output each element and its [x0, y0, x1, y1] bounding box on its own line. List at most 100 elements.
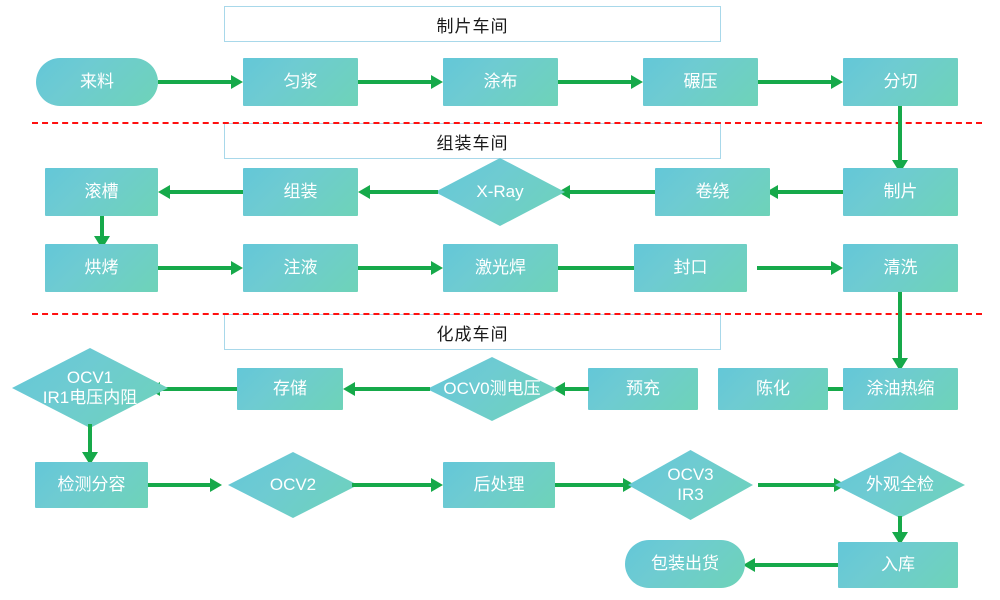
connector-guncao-hongkao [100, 216, 104, 240]
node-label: 激光焊 [475, 258, 526, 278]
node-label: 注液 [283, 258, 318, 278]
arrowhead-left [743, 558, 755, 572]
connector-ocv1-jiance [88, 424, 92, 456]
section-banner-zhipian: 制片车间 [224, 6, 721, 42]
connector-yuchong-ocv0 [565, 387, 589, 391]
node-chenhua[interactable]: 陈化 [718, 368, 828, 410]
node-label: 陈化 [756, 379, 790, 399]
node-waiguan[interactable]: 外观全检 [835, 452, 965, 518]
arrowhead-right [831, 261, 843, 275]
connector-hongkao-zhuye [158, 266, 231, 270]
connector-zhipian-juanrao [778, 190, 843, 194]
arrowhead-right [831, 75, 843, 89]
section-banner-zuzhuang: 组装车间 [224, 123, 721, 159]
node-label: OCV3 IR3 [667, 465, 714, 504]
node-label: 存储 [273, 379, 307, 399]
connector-yunjiang-tubu [358, 80, 431, 84]
node-tuyou[interactable]: 涂油热缩 [843, 368, 958, 410]
section-banner-label: 化成车间 [436, 324, 509, 344]
node-fenqie[interactable]: 分切 [843, 58, 958, 106]
node-baozhuang[interactable]: 包装出货 [625, 540, 745, 588]
node-houchuli[interactable]: 后处理 [443, 462, 555, 508]
arrowhead-left [343, 382, 355, 396]
node-label: 分切 [883, 72, 918, 92]
node-ruku[interactable]: 入库 [838, 542, 958, 588]
node-zhuye[interactable]: 注液 [243, 244, 358, 292]
node-nianya[interactable]: 碾压 [643, 58, 758, 106]
arrowhead-down [82, 452, 98, 465]
section-banner-huacheng: 化成车间 [224, 314, 721, 350]
arrowhead-down [892, 358, 908, 371]
node-label: 来料 [80, 72, 114, 92]
node-yunjiang[interactable]: 匀浆 [243, 58, 358, 106]
section-banner-label: 组装车间 [436, 133, 509, 153]
node-zuzhuang[interactable]: 组装 [243, 168, 358, 216]
node-label: 涂油热缩 [866, 379, 935, 399]
arrowhead-right [431, 75, 443, 89]
node-tubu[interactable]: 涂布 [443, 58, 558, 106]
node-ocv0[interactable]: OCV0测电压 [427, 357, 557, 421]
connector-jiguanghan-fengkou [558, 266, 636, 270]
arrowhead-left [358, 185, 370, 199]
node-lailiao[interactable]: 来料 [36, 58, 158, 106]
node-zhipian[interactable]: 制片 [843, 168, 958, 216]
node-jiance[interactable]: 检测分容 [35, 462, 148, 508]
node-xray[interactable]: X-Ray [435, 158, 565, 226]
connector-cunchu-ocv1 [160, 387, 237, 391]
arrowhead-left [553, 382, 565, 396]
arrowhead-right [231, 75, 243, 89]
divider-line-2 [32, 313, 982, 315]
node-label: 制片 [883, 182, 918, 202]
arrowhead-left [158, 185, 170, 199]
node-label: OCV0测电压 [443, 379, 541, 399]
connector-lailiao-yunjiang [158, 80, 231, 84]
divider-line-1 [32, 122, 982, 124]
node-ocv3[interactable]: OCV3 IR3 [628, 450, 753, 520]
node-qingxi[interactable]: 清洗 [843, 244, 958, 292]
connector-qingxi-tuyou [898, 292, 902, 362]
node-label: 组装 [283, 182, 318, 202]
node-label: 包装出货 [651, 554, 719, 574]
node-ocv1[interactable]: OCV1 IR1电压内阻 [12, 348, 168, 428]
arrowhead-right [431, 478, 443, 492]
node-juanrao[interactable]: 卷绕 [655, 168, 770, 216]
node-label: 卷绕 [695, 182, 730, 202]
node-label: 涂布 [483, 72, 518, 92]
connector-tubu-nianya [558, 80, 631, 84]
arrowhead-right [210, 478, 222, 492]
node-label: 滚槽 [84, 182, 119, 202]
node-ocv2[interactable]: OCV2 [228, 452, 358, 518]
arrowhead-right [231, 261, 243, 275]
connector-zuzhuang-guncao [170, 190, 243, 194]
connector-juanrao-xray [570, 190, 655, 194]
node-label: 外观全检 [866, 475, 934, 495]
connector-waiguan-ruku [898, 516, 902, 536]
node-cunchu[interactable]: 存储 [237, 368, 343, 410]
node-hongkao[interactable]: 烘烤 [45, 244, 158, 292]
node-label: 匀浆 [283, 72, 318, 92]
node-label: 碾压 [683, 72, 718, 92]
node-label: 封口 [673, 258, 708, 278]
connector-ocv3-waiguan [758, 483, 834, 487]
node-yuchong[interactable]: 预充 [588, 368, 698, 410]
connector-fengkou-qingxi [757, 266, 831, 270]
node-jiguanghan[interactable]: 激光焊 [443, 244, 558, 292]
node-label: OCV1 IR1电压内阻 [42, 368, 138, 407]
connector-ruku-baozhuang [755, 563, 838, 567]
connector-ocv2-houchuli [352, 483, 431, 487]
node-guncao[interactable]: 滚槽 [45, 168, 158, 216]
node-label: 预充 [626, 379, 660, 399]
connector-jiance-ocv2 [148, 483, 210, 487]
arrowhead-right [631, 75, 643, 89]
section-banner-label: 制片车间 [436, 16, 509, 36]
connector-xray-zuzhuang [370, 190, 438, 194]
node-label: 后处理 [473, 475, 525, 495]
node-fengkou[interactable]: 封口 [634, 244, 747, 292]
connector-fenqie-zhipian [898, 106, 902, 164]
connector-tuyou-chenhua [828, 387, 843, 391]
node-label: 清洗 [883, 258, 918, 278]
arrowhead-down [892, 532, 908, 545]
connector-ocv0-cunchu [355, 387, 430, 391]
node-label: OCV2 [269, 475, 317, 495]
